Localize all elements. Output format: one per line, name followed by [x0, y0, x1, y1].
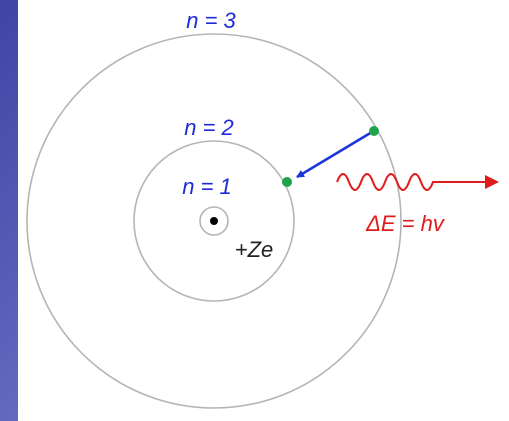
- photon-arrowhead: [485, 175, 499, 189]
- electron-outer: [369, 126, 379, 136]
- transition-arrow: [296, 130, 373, 179]
- photon-wave: [336, 173, 485, 191]
- canvas-panel: [18, 0, 509, 421]
- orbit-n2: [133, 140, 295, 302]
- electron-inner: [282, 177, 292, 187]
- label-n3: n = 3: [186, 8, 236, 33]
- label-nucleus-charge: +Ze: [235, 237, 274, 262]
- label-n2: n = 2: [184, 115, 234, 140]
- label-photon-energy: ΔE = hv: [365, 211, 446, 236]
- label-n1: n = 1: [182, 174, 232, 199]
- orbit-n3: [26, 33, 402, 409]
- orbit-n1: [199, 206, 229, 236]
- nucleus-dot: [210, 217, 218, 225]
